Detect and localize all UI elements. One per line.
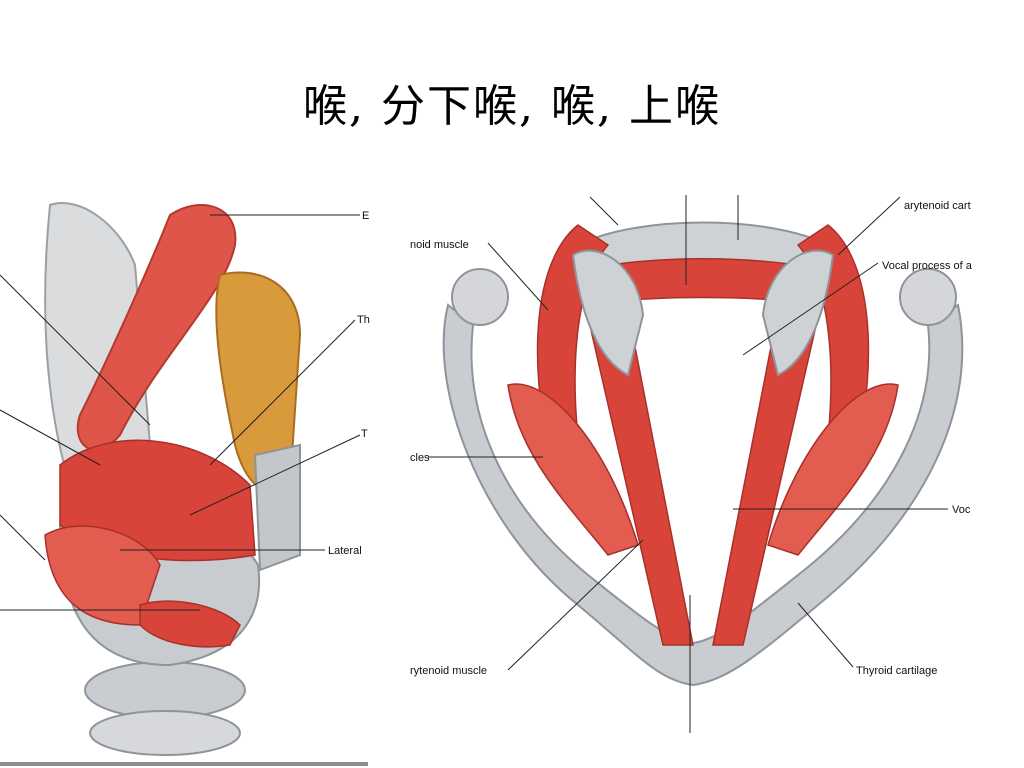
- label-mid-right: Voc: [952, 504, 971, 516]
- thyroid-cartilage: [442, 303, 964, 687]
- superior-horn-left: [451, 268, 509, 326]
- trachea-ring-lower: [89, 710, 241, 756]
- leader-line: [487, 242, 549, 311]
- leader-line: [507, 539, 644, 671]
- leader-line: [0, 409, 101, 466]
- label-upper-right: Vocal process of a: [882, 260, 973, 272]
- trachea-ring: [84, 661, 246, 719]
- label-bottom-right: Thyroid cartilage: [856, 665, 937, 677]
- label-bottom-left: rytenoid muscle: [410, 665, 487, 677]
- arytenoid-cartilage-left: [571, 249, 645, 377]
- label-top: E: [362, 210, 369, 222]
- label-upper: Th: [357, 314, 370, 326]
- leader-line: [0, 274, 151, 426]
- label-mid-left: cles: [410, 452, 430, 464]
- leader-line: [0, 514, 46, 561]
- slide-title: 喉, 分下喉, 喉, 上喉: [303, 81, 721, 132]
- label-top-right: arytenoid cart: [904, 200, 971, 212]
- label-middle: T: [361, 428, 368, 440]
- leader-line: [742, 262, 879, 356]
- leader-line: [589, 196, 619, 226]
- lateral-cricoarytenoid-right: [767, 383, 899, 556]
- arytenoid-cartilage-right: [761, 249, 835, 377]
- leader-line: [209, 319, 356, 466]
- epiglottis: [76, 204, 237, 451]
- footer-divider: [0, 762, 368, 766]
- arytenoid-strip: [253, 443, 301, 572]
- label-lower: Lateral: [328, 545, 362, 557]
- leader-line: [837, 196, 901, 256]
- cricothyroid-muscle: [139, 600, 241, 648]
- superior-horn-right: [899, 268, 957, 326]
- larynx-superior-illustration: noid muscle arytenoid cart Vocal process…: [410, 195, 973, 733]
- larynx-side-illustration: E Th T Lateral: [0, 202, 370, 756]
- leader-line: [189, 434, 361, 516]
- label-upper-left: noid muscle: [410, 239, 469, 251]
- leader-line: [797, 602, 854, 668]
